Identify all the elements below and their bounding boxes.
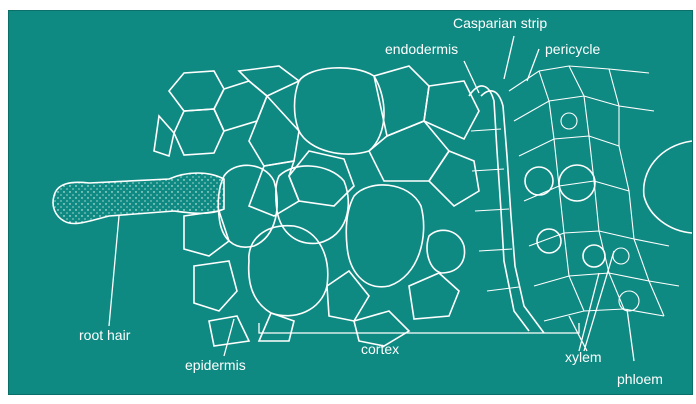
casparian-strip-label: Casparian strip <box>453 15 547 31</box>
phloem-clusters <box>561 113 639 311</box>
endodermis-label: endodermis <box>385 41 458 57</box>
endodermis-band <box>469 86 544 333</box>
root-cross-section-diagram: Casparian strip endodermis pericycle roo… <box>8 10 693 395</box>
vascular-cylinder-cells <box>509 66 692 321</box>
xylem-label: xylem <box>565 349 602 365</box>
epidermis-leader <box>224 319 234 356</box>
casparian-strip-leader <box>504 36 514 79</box>
cortex-bracket <box>259 323 579 333</box>
endodermis-leader <box>464 61 479 93</box>
root-hair-cell <box>53 173 224 224</box>
cortex-label: cortex <box>361 341 399 357</box>
pericycle-label: pericycle <box>545 41 600 57</box>
phloem-leader <box>627 309 634 361</box>
pericycle-leader <box>527 49 539 81</box>
cortex-cells <box>249 66 479 346</box>
root-hair-label: root hair <box>79 327 130 343</box>
phloem-label: phloem <box>617 371 663 387</box>
root-hair-leader <box>109 216 119 326</box>
epidermis-label: epidermis <box>185 357 246 373</box>
stippled-cortex-cells <box>218 165 464 286</box>
